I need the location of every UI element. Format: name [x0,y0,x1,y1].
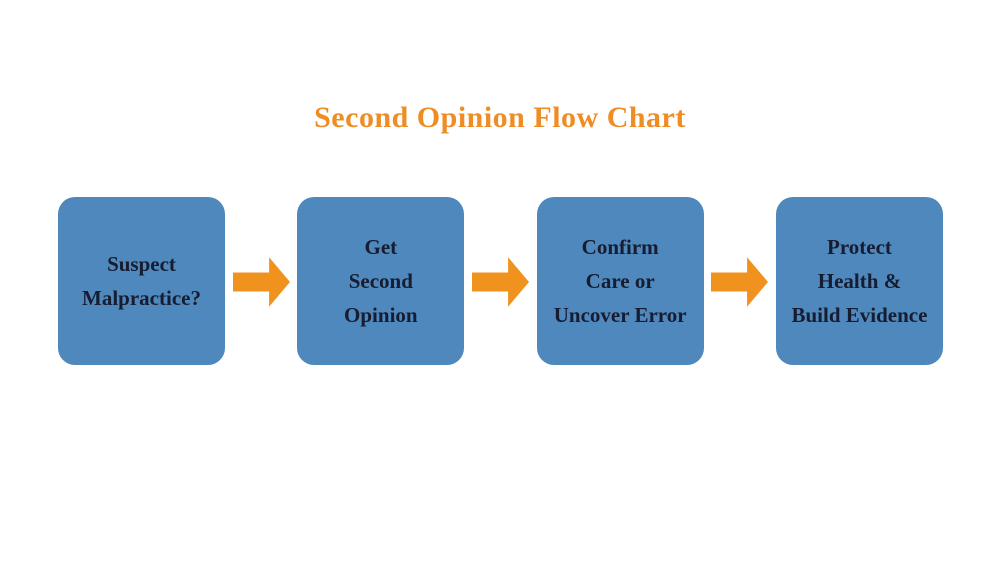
flow-step-label-line: Build Evidence [791,303,928,327]
flow-step-label-line: Care or [585,269,655,293]
flow-step-label-line: Opinion [344,303,418,327]
right-block-arrow-icon [464,256,536,308]
flow-step-label-line: Confirm [581,235,659,259]
flow-step-label-line: Suspect [107,252,176,276]
flow-step-protect-health-build-evidence: Protect Health & Build Evidence [775,197,943,365]
flow-step-suspect-malpractice: Suspect Malpractice? [58,197,225,365]
flow-step-label-line: Health & [817,269,902,293]
right-block-arrow-icon [225,256,297,308]
flow-step-label-line: Uncover Error [553,303,687,327]
flow-step-label-line: Get [364,235,398,259]
flow-step-label-line: Malpractice? [82,286,201,310]
flow-step-label-line: Protect [827,235,892,259]
right-block-arrow-icon [704,256,776,308]
flow-row: Suspect Malpractice? Get Second Opinion … [58,197,943,365]
flow-step-label-line: Second [348,269,413,293]
flow-step-get-second-opinion: Get Second Opinion [297,197,465,365]
flow-step-confirm-care-or-uncover-error: Confirm Care or Uncover Error [536,197,704,365]
chart-title: Second Opinion Flow Chart [314,101,686,134]
